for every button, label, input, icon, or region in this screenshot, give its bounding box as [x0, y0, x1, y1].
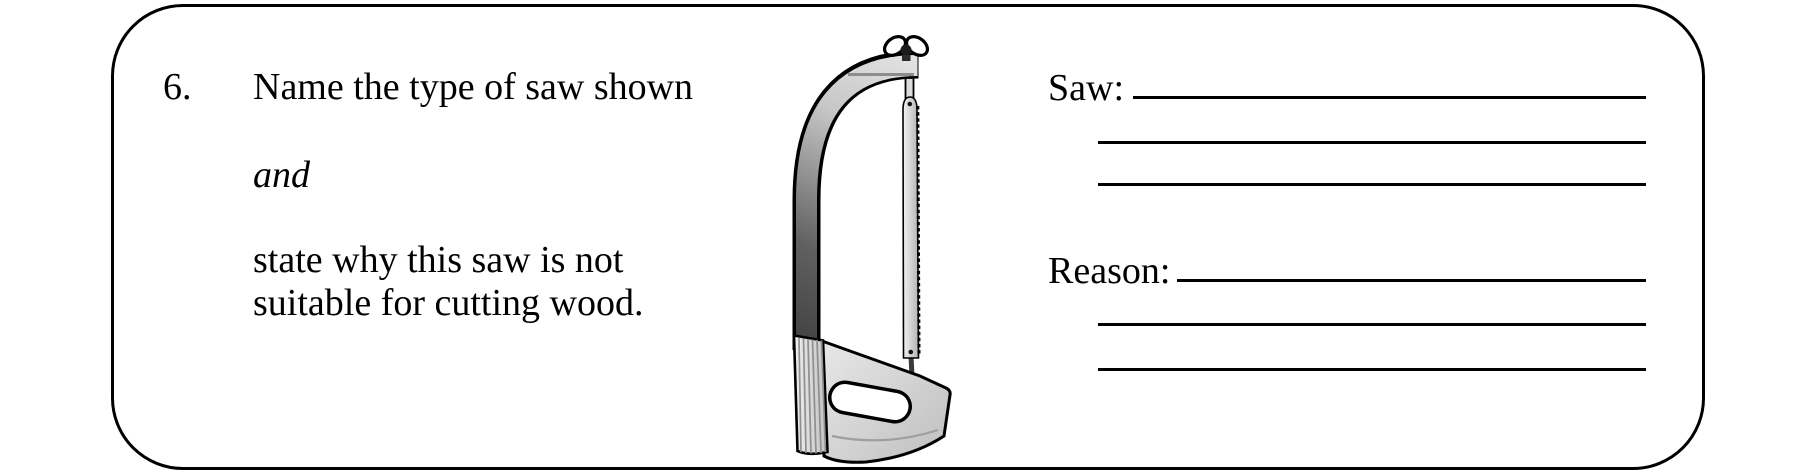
question-prompt-line1: Name the type of saw shown — [253, 66, 694, 108]
saw-answer-label: Saw: — [1048, 67, 1124, 109]
hacksaw-handle — [792, 333, 952, 464]
hacksaw-illustration — [770, 20, 970, 470]
reason-answer-line-3[interactable] — [1098, 368, 1646, 371]
hacksaw-frame — [792, 50, 919, 350]
reason-answer-line-1[interactable] — [1177, 279, 1646, 282]
question-number: 6. — [163, 66, 192, 108]
hacksaw-blade — [902, 77, 921, 387]
question-prompt-line2a: state why this saw is not — [253, 239, 624, 281]
saw-answer-line-2[interactable] — [1098, 141, 1646, 144]
hacksaw-icon — [792, 35, 952, 464]
reason-answer-line-2[interactable] — [1098, 323, 1646, 326]
reason-answer-label: Reason: — [1048, 250, 1171, 292]
question-prompt-line2b: suitable for cutting wood. — [253, 282, 644, 324]
handle-ribs — [798, 337, 827, 454]
question-conjunction: and — [253, 154, 310, 196]
saw-answer-line-1[interactable] — [1133, 96, 1646, 99]
saw-answer-line-3[interactable] — [1098, 183, 1646, 186]
wing-nut — [882, 35, 930, 61]
